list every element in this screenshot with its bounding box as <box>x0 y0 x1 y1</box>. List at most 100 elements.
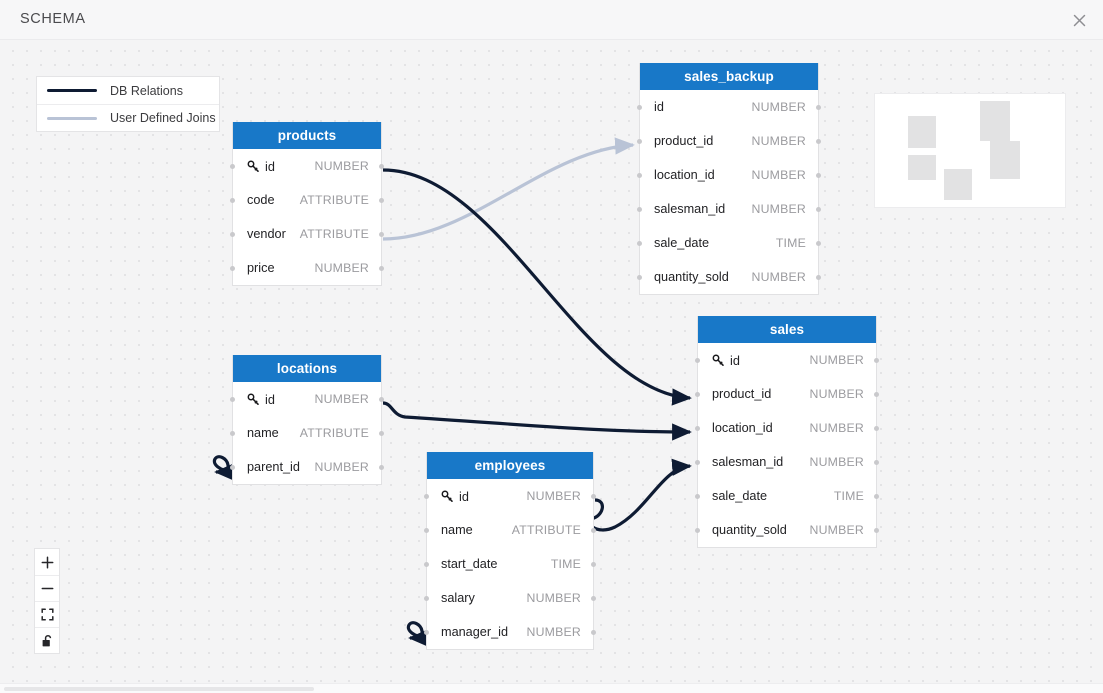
row-port-left[interactable] <box>424 493 429 499</box>
table-row[interactable]: product_id NUMBER <box>695 377 879 411</box>
table-node-sales-backup[interactable]: sales_backup id NUMBER product_id NUMBER… <box>637 63 821 295</box>
table-title[interactable]: sales <box>698 316 876 343</box>
zoom-out-button[interactable] <box>35 575 59 601</box>
table-row[interactable]: parent_id NUMBER <box>230 450 384 484</box>
close-button[interactable] <box>1065 6 1093 34</box>
row-port-left[interactable] <box>230 163 235 169</box>
row-port-left[interactable] <box>695 391 700 397</box>
table-node-products[interactable]: products id NUMBER code <box>230 122 384 286</box>
horizontal-scrollbar[interactable] <box>0 683 1103 693</box>
row-port-left[interactable] <box>695 425 700 431</box>
table-row[interactable]: manager_id NUMBER <box>424 615 596 649</box>
minimap-node <box>990 141 1020 179</box>
row-port-left[interactable] <box>637 240 642 246</box>
row-port-right[interactable] <box>874 391 879 397</box>
row-port-right[interactable] <box>816 138 821 144</box>
table-title[interactable]: employees <box>427 452 593 479</box>
table-title[interactable]: locations <box>233 355 381 382</box>
row-port-right[interactable] <box>379 430 384 436</box>
table-row[interactable]: salesman_id NUMBER <box>695 445 879 479</box>
row-port-right[interactable] <box>379 396 384 402</box>
table-row[interactable]: id NUMBER <box>424 479 596 513</box>
table-row[interactable]: quantity_sold NUMBER <box>695 513 879 547</box>
row-port-right[interactable] <box>379 265 384 271</box>
column-type: ATTRIBUTE <box>299 227 369 241</box>
row-port-right[interactable] <box>816 172 821 178</box>
horizontal-scrollbar-thumb[interactable] <box>4 687 314 691</box>
minimap-node <box>908 116 936 148</box>
row-port-left[interactable] <box>230 231 235 237</box>
row-port-left[interactable] <box>695 493 700 499</box>
fit-to-screen-button[interactable] <box>35 601 59 627</box>
row-port-right[interactable] <box>379 197 384 203</box>
row-port-left[interactable] <box>637 138 642 144</box>
table-node-employees[interactable]: employees id NUMBER name <box>424 452 596 650</box>
table-row[interactable]: vendor ATTRIBUTE <box>230 217 384 251</box>
table-row[interactable]: id NUMBER <box>230 382 384 416</box>
row-port-left[interactable] <box>230 265 235 271</box>
table-row[interactable]: quantity_sold NUMBER <box>637 260 821 294</box>
row-port-right[interactable] <box>379 464 384 470</box>
diagram-canvas[interactable]: DB Relations User Defined Joins <box>0 40 1103 693</box>
row-port-left[interactable] <box>424 595 429 601</box>
primary-key-icon <box>247 393 260 406</box>
table-node-locations[interactable]: locations id NUMBER name <box>230 355 384 485</box>
row-port-right[interactable] <box>874 493 879 499</box>
row-port-left[interactable] <box>637 274 642 280</box>
row-port-right[interactable] <box>591 493 596 499</box>
row-port-right[interactable] <box>816 104 821 110</box>
row-port-right[interactable] <box>591 595 596 601</box>
row-port-right[interactable] <box>379 231 384 237</box>
row-port-left[interactable] <box>424 561 429 567</box>
table-row[interactable]: price NUMBER <box>230 251 384 285</box>
row-port-left[interactable] <box>695 357 700 363</box>
table-row[interactable]: location_id NUMBER <box>637 158 821 192</box>
table-row[interactable]: id NUMBER <box>637 90 821 124</box>
row-port-right[interactable] <box>816 206 821 212</box>
table-row[interactable]: code ATTRIBUTE <box>230 183 384 217</box>
zoom-in-button[interactable] <box>35 549 59 575</box>
table-row[interactable]: sale_date TIME <box>637 226 821 260</box>
table-node-sales[interactable]: sales id NUMBER product_id <box>695 316 879 548</box>
row-port-left[interactable] <box>230 396 235 402</box>
row-port-left[interactable] <box>637 172 642 178</box>
row-port-right[interactable] <box>816 274 821 280</box>
row-port-right[interactable] <box>874 459 879 465</box>
table-row[interactable]: salary NUMBER <box>424 581 596 615</box>
minimap[interactable] <box>874 93 1066 208</box>
row-port-left[interactable] <box>424 527 429 533</box>
table-row[interactable]: salesman_id NUMBER <box>637 192 821 226</box>
row-port-right[interactable] <box>591 561 596 567</box>
row-port-left[interactable] <box>695 527 700 533</box>
row-port-right[interactable] <box>591 527 596 533</box>
row-port-left[interactable] <box>637 206 642 212</box>
table-row[interactable]: start_date TIME <box>424 547 596 581</box>
table-row[interactable]: location_id NUMBER <box>695 411 879 445</box>
table-row[interactable]: name ATTRIBUTE <box>424 513 596 547</box>
column-label: id <box>730 354 740 368</box>
lock-layout-button[interactable] <box>35 627 59 653</box>
table-title[interactable]: sales_backup <box>640 63 818 90</box>
row-port-right[interactable] <box>874 527 879 533</box>
row-port-right[interactable] <box>591 629 596 635</box>
table-row[interactable]: id NUMBER <box>230 149 384 183</box>
row-port-left[interactable] <box>230 430 235 436</box>
table-title[interactable]: products <box>233 122 381 149</box>
column-label: vendor <box>247 227 286 241</box>
row-port-left[interactable] <box>230 197 235 203</box>
column-label: salesman_id <box>654 202 726 216</box>
row-port-right[interactable] <box>874 425 879 431</box>
row-port-left[interactable] <box>424 629 429 635</box>
table-row[interactable]: product_id NUMBER <box>637 124 821 158</box>
row-port-left[interactable] <box>230 464 235 470</box>
edge-locations-parent-id-self <box>212 455 234 481</box>
table-row[interactable]: sale_date TIME <box>695 479 879 513</box>
row-port-right[interactable] <box>816 240 821 246</box>
row-port-left[interactable] <box>637 104 642 110</box>
row-port-right[interactable] <box>874 357 879 363</box>
row-port-right[interactable] <box>379 163 384 169</box>
row-port-left[interactable] <box>695 459 700 465</box>
table-row[interactable]: name ATTRIBUTE <box>230 416 384 450</box>
table-row[interactable]: id NUMBER <box>695 343 879 377</box>
